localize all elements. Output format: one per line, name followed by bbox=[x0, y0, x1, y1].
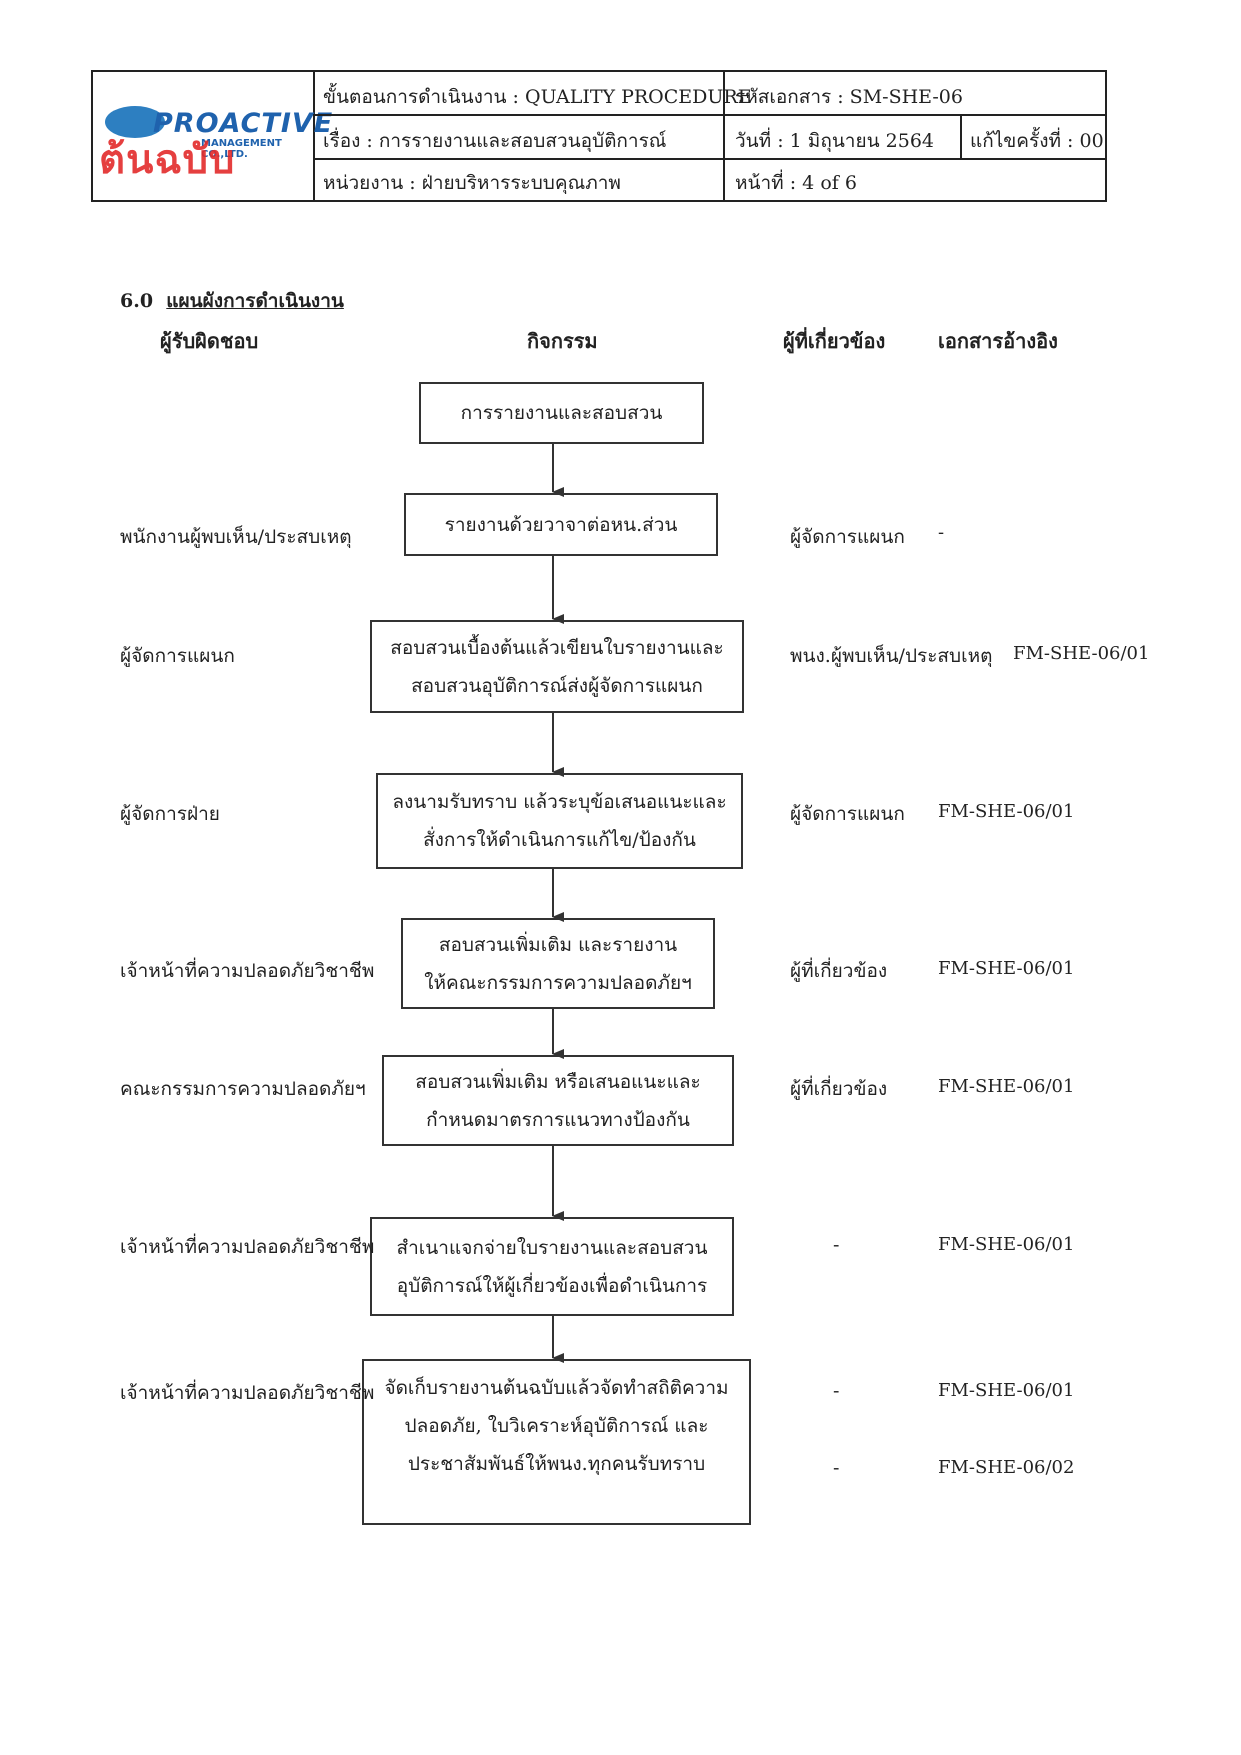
related-step-7: - bbox=[833, 1380, 840, 1402]
responsible-step-7: เจ้าหน้าที่ความปลอดภัยวิชาชีพ bbox=[120, 1382, 375, 1404]
flow-step-text: สอบสวนเพิ่มเติม และรายงาน bbox=[438, 933, 678, 956]
reference-step-5: FM-SHE-06/01 bbox=[938, 1076, 1075, 1097]
column-header-related: ผู้ที่เกี่ยวข้อง bbox=[783, 329, 886, 353]
logo-swoosh-icon bbox=[105, 106, 165, 138]
flow-step-start: การรายงานและสอบสวน bbox=[419, 382, 704, 444]
related-step-4: ผู้ที่เกี่ยวข้อง bbox=[790, 960, 888, 982]
flow-step-5: สอบสวนเพิ่มเติม หรือเสนอแนะและ กำหนดมาตร… bbox=[382, 1055, 734, 1146]
logo-subbrand: MANAGEMENT CO.,LTD. bbox=[201, 138, 282, 160]
reference-step-2: FM-SHE-06/01 bbox=[1013, 643, 1150, 664]
section-title: แผนผังการดำเนินงาน bbox=[166, 290, 344, 312]
doc-date: วันที่ : 1 มิถุนายน 2564 bbox=[735, 130, 934, 152]
flow-step-text: รายงานด้วยวาจาต่อหน.ส่วน bbox=[444, 513, 678, 536]
flow-step-1: รายงานด้วยวาจาต่อหน.ส่วน bbox=[404, 493, 718, 556]
logo-brand: PROACTIVE bbox=[153, 108, 334, 139]
flow-step-6: สำเนาแจกจ่ายใบรายงานและสอบสวน อุบัติการณ… bbox=[370, 1217, 734, 1316]
flow-step-text: สั่งการให้ดำเนินการแก้ไข/ป้องกัน bbox=[423, 829, 696, 851]
flow-step-text: สอบสวนเบื้องต้นแล้วเขียนใบรายงานและ bbox=[390, 636, 724, 659]
flow-step-text: กำหนดมาตรการแนวทางป้องกัน bbox=[426, 1108, 690, 1131]
procedure-title: ขั้นตอนการดำเนินงาน : QUALITY PROCEDURE bbox=[323, 86, 752, 108]
flow-step-text: อุบัติการณ์ให้ผู้เกี่ยวข้องเพื่อดำเนินกา… bbox=[396, 1274, 708, 1297]
related-step-6: - bbox=[833, 1234, 840, 1256]
section-heading: 6.0 แผนผังการดำเนินงาน bbox=[120, 286, 344, 316]
related-step-5: ผู้ที่เกี่ยวข้อง bbox=[790, 1078, 888, 1100]
flow-step-text: สอบสวนเพิ่มเติม หรือเสนอแนะและ bbox=[415, 1070, 701, 1093]
section-number: 6.0 bbox=[120, 290, 154, 312]
flow-step-text: ประชาสัมพันธ์ให้พนง.ทุกคนรับทราบ bbox=[407, 1453, 706, 1475]
reference-step-6: FM-SHE-06/01 bbox=[938, 1234, 1075, 1255]
column-header-responsible: ผู้รับผิดชอบ bbox=[160, 329, 259, 353]
reference-step-7b: FM-SHE-06/02 bbox=[938, 1457, 1075, 1478]
doc-page: หน้าที่ : 4 of 6 bbox=[735, 172, 857, 194]
flow-step-text: ลงนามรับทราบ แล้วระบุข้อเสนอแนะและ bbox=[392, 791, 727, 813]
responsible-step-6: เจ้าหน้าที่ความปลอดภัยวิชาชีพ bbox=[120, 1236, 375, 1258]
doc-code: รหัสเอกสาร : SM-SHE-06 bbox=[735, 86, 963, 108]
related-step-7b: - bbox=[833, 1457, 840, 1479]
column-header-reference: เอกสารอ้างอิง bbox=[938, 329, 1058, 353]
flow-step-2: สอบสวนเบื้องต้นแล้วเขียนใบรายงานและ สอบส… bbox=[370, 620, 744, 713]
responsible-step-5: คณะกรรมการความปลอดภัยฯ bbox=[120, 1078, 366, 1100]
flow-step-7: จัดเก็บรายงานต้นฉบับแล้วจัดทำสถิติความ ป… bbox=[362, 1359, 751, 1525]
original-copy-stamp: ต้นฉบับ bbox=[99, 137, 236, 183]
doc-subject: เรื่อง : การรายงานและสอบสวนอุบัติการณ์ bbox=[323, 130, 667, 152]
responsible-step-2: ผู้จัดการแผนก bbox=[120, 645, 235, 667]
responsible-step-1: พนักงานผู้พบเห็น/ประสบเหตุ bbox=[120, 526, 352, 548]
related-step-2: พนง.ผู้พบเห็น/ประสบเหตุ bbox=[790, 645, 993, 667]
flow-step-text: สำเนาแจกจ่ายใบรายงานและสอบสวน bbox=[396, 1236, 708, 1259]
flow-step-text: ให้คณะกรรมการความปลอดภัยฯ bbox=[424, 971, 692, 994]
document-header-table: PROACTIVE MANAGEMENT CO.,LTD. ต้นฉบับ ขั… bbox=[91, 70, 1107, 202]
reference-step-7a: FM-SHE-06/01 bbox=[938, 1380, 1075, 1401]
responsible-step-4: เจ้าหน้าที่ความปลอดภัยวิชาชีพ bbox=[120, 960, 375, 982]
doc-department: หน่วยงาน : ฝ่ายบริหารระบบคุณภาพ bbox=[323, 172, 621, 194]
reference-step-3: FM-SHE-06/01 bbox=[938, 801, 1075, 822]
related-step-1: ผู้จัดการแผนก bbox=[790, 526, 905, 548]
responsible-step-3: ผู้จัดการฝ่าย bbox=[120, 803, 220, 825]
company-logo: PROACTIVE MANAGEMENT CO.,LTD. ต้นฉบับ bbox=[93, 72, 332, 200]
reference-step-4: FM-SHE-06/01 bbox=[938, 958, 1075, 979]
flow-step-text: ปลอดภัย, ใบวิเคราะห์อุบัติการณ์ และ bbox=[404, 1415, 709, 1437]
related-step-3: ผู้จัดการแผนก bbox=[790, 803, 905, 825]
flow-step-text: สอบสวนอุบัติการณ์ส่งผู้จัดการแผนก bbox=[411, 674, 703, 697]
reference-step-1: - bbox=[938, 522, 945, 543]
flow-step-text: การรายงานและสอบสวน bbox=[460, 402, 663, 424]
doc-revision: แก้ไขครั้งที่ : 00 bbox=[970, 130, 1104, 152]
flow-step-3: ลงนามรับทราบ แล้วระบุข้อเสนอแนะและ สั่งก… bbox=[376, 773, 743, 869]
column-header-activity: กิจกรรม bbox=[527, 329, 598, 353]
flow-step-text: จัดเก็บรายงานต้นฉบับแล้วจัดทำสถิติความ bbox=[384, 1377, 729, 1399]
flow-step-4: สอบสวนเพิ่มเติม และรายงาน ให้คณะกรรมการค… bbox=[401, 918, 715, 1009]
